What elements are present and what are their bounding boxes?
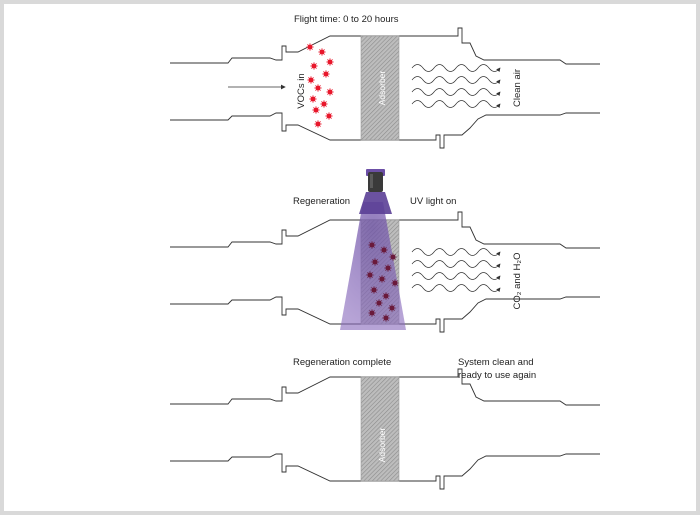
voc-particle-regenerating [368, 241, 376, 249]
voc-particle-regenerating [368, 309, 376, 317]
co2-h2o-flow [411, 248, 501, 293]
voc-particle-regenerating [370, 286, 378, 294]
flight-time-title: Flight time: 0 to 20 hours [294, 14, 399, 25]
voc-particle [320, 100, 328, 108]
voc-particle-regenerating [375, 299, 383, 307]
flow-wave-arrow [411, 284, 501, 293]
duct-lower-wall [170, 296, 600, 333]
adsorber-block-complete [360, 376, 400, 482]
figure-frame: Flight time: 0 to 20 hours VOCs in Adsor… [4, 4, 696, 511]
voc-particle [306, 43, 314, 51]
voc-particle-regenerating [384, 264, 392, 272]
adsorber-block-flight [360, 35, 400, 141]
voc-particle [325, 112, 333, 120]
duct-upper-wall [170, 211, 600, 249]
adsorber-label-complete: Adsorber [377, 427, 387, 463]
duct-regeneration [170, 211, 600, 333]
voc-particle-regenerating [389, 253, 397, 261]
uv-lamp-highlight [370, 174, 373, 188]
voc-particle [310, 62, 318, 70]
voc-particle-regenerating [391, 279, 399, 287]
system-clean-line1: System clean and [458, 357, 534, 368]
clean-air-flow [411, 64, 501, 109]
flow-wave-arrow [411, 260, 501, 269]
flow-wave-arrow [411, 100, 501, 109]
flow-wave-arrow [411, 272, 501, 281]
duct-lower-wall [170, 453, 600, 490]
regeneration-title: Regeneration [293, 196, 351, 207]
flow-wave-arrow [411, 248, 501, 257]
voc-particle-regenerating [382, 292, 390, 300]
voc-particle [326, 58, 334, 66]
clean-air-label: Clean air [512, 68, 523, 108]
voc-particle [322, 70, 330, 78]
vocs-in-label: VOCs in [296, 73, 307, 109]
regeneration-complete-title: Regeneration complete [293, 357, 392, 368]
flow-wave-arrow [411, 76, 501, 85]
duct-lower-wall [170, 112, 600, 149]
voc-particle-regenerating [366, 271, 374, 279]
duct-flight [170, 27, 600, 149]
voc-particle [314, 120, 322, 128]
voc-particle [312, 106, 320, 114]
duct-complete [170, 368, 600, 490]
adsorber-diagram [170, 27, 600, 490]
voc-particle [318, 48, 326, 56]
duct-upper-wall [170, 368, 600, 406]
system-clean-line2: ready to use again [458, 370, 537, 381]
uv-light-on-label: UV light on [410, 196, 457, 207]
duct-upper-wall [170, 27, 600, 65]
flow-wave-arrow [411, 64, 501, 73]
voc-particle [309, 95, 317, 103]
adsorber-label-flight: Adsorber [377, 70, 387, 106]
flow-wave-arrow [411, 88, 501, 97]
voc-particle [307, 76, 315, 84]
voc-particle [314, 84, 322, 92]
uv-beam [340, 202, 406, 330]
voc-particle-regenerating [378, 275, 386, 283]
voc-particle-regenerating [371, 258, 379, 266]
uv-lamp-nozzle [359, 192, 392, 214]
co2-h2o-label: CO₂ and H₂O [512, 252, 523, 310]
voc-particle-regenerating [382, 314, 390, 322]
voc-particle-regenerating [388, 304, 396, 312]
voc-particle [326, 88, 334, 96]
voc-particle-regenerating [380, 246, 388, 254]
